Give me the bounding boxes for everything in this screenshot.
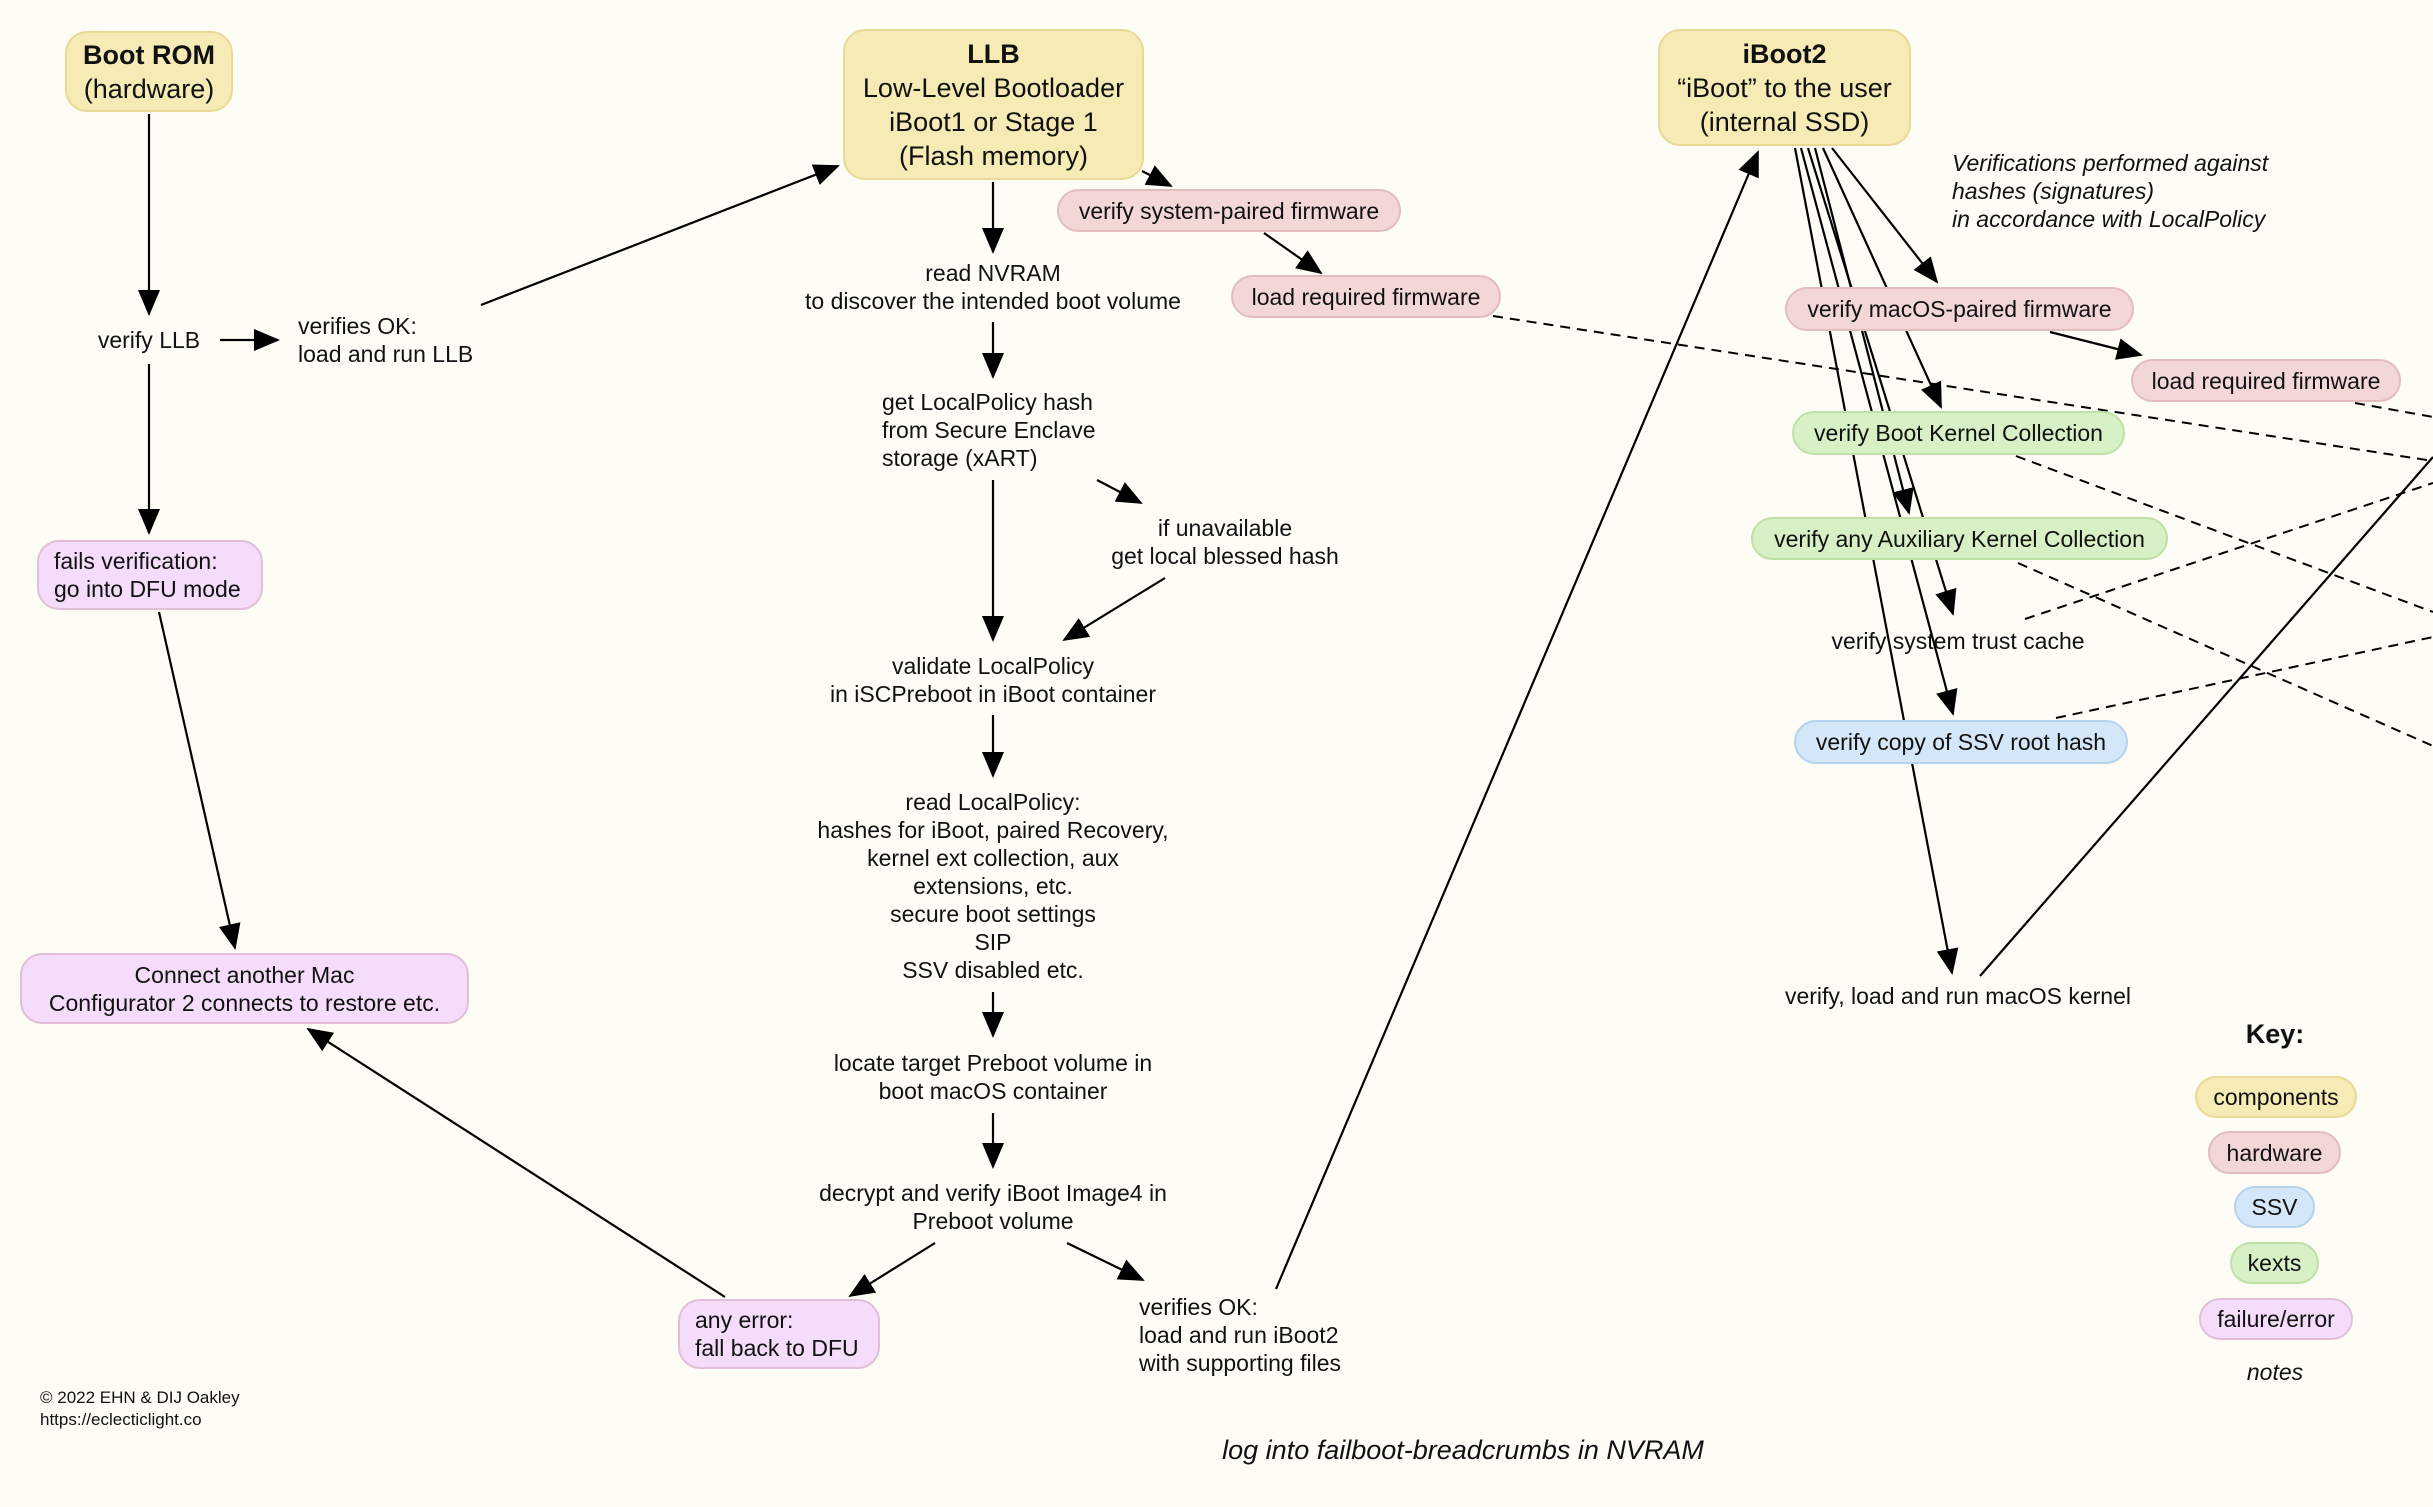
read-localpolicy-line: read LocalPolicy: — [905, 789, 1081, 815]
verify-llb-step: verify LLB — [97, 327, 201, 353]
connect-line: Configurator 2 connects to restore etc. — [48, 989, 441, 1016]
locate-line: boot macOS container — [878, 1078, 1108, 1104]
verify-boot-kernel-collection: verify Boot Kernel Collection — [1792, 411, 2125, 455]
verify-auxiliary-kernel-collection: verify any Auxiliary Kernel Collection — [1751, 517, 2168, 560]
any-error-box: any error: fall back to DFU — [678, 1299, 880, 1369]
read-localpolicy-line: SIP — [974, 929, 1012, 955]
run-macos-kernel-step: verify, load and run macOS kernel — [1784, 983, 2131, 1009]
key-failure-error: failure/error — [2199, 1298, 2353, 1340]
note-line: Verifications performed against — [1952, 150, 2269, 176]
key-title: Key: — [2245, 1019, 2305, 1049]
key-components: components — [2195, 1076, 2357, 1118]
get-localpolicy-step: get LocalPolicy hash from Secure Enclave… — [882, 388, 1095, 472]
copyright-url: https://eclecticlight.co — [40, 1410, 202, 1429]
iboot2-box: iBoot2 “iBoot” to the user (internal SSD… — [1658, 29, 1911, 146]
boot-rom-subtitle: (hardware) — [83, 73, 215, 104]
log-breadcrumbs-note: log into failboot-breadcrumbs in NVRAM — [1222, 1435, 1704, 1465]
key-ssv: SSV — [2234, 1186, 2315, 1228]
read-localpolicy-step: read LocalPolicy: hashes for iBoot, pair… — [793, 788, 1193, 984]
fails-line: go into DFU mode — [54, 576, 241, 602]
boot-rom-box: Boot ROM (hardware) — [65, 31, 233, 112]
note-line: hashes (signatures) — [1952, 178, 2154, 204]
read-localpolicy-line: kernel ext collection, aux — [867, 845, 1119, 871]
arrow-iboot2-to-macos-paired — [1831, 147, 1939, 284]
read-localpolicy-line: extensions, etc. — [913, 873, 1073, 899]
decrypt-line: decrypt and verify iBoot Image4 in — [819, 1180, 1167, 1206]
verify-system-paired-firmware: verify system-paired firmware — [1057, 189, 1401, 232]
arrow-macos-paired-to-load — [2049, 330, 2143, 360]
iboot2-load-required-firmware: load required firmware — [2131, 359, 2401, 402]
locate-line: locate target Preboot volume in — [833, 1050, 1153, 1076]
llb-line: Low-Level Bootloader — [862, 72, 1125, 103]
llb-line: (Flash memory) — [898, 140, 1088, 171]
llb-title: LLB — [967, 38, 1020, 69]
iboot2-title: iBoot2 — [1742, 38, 1827, 69]
verifies-ok-iboot2-line: verifies OK: — [1139, 1294, 1258, 1320]
llb-box: LLB Low-Level Bootloader iBoot1 or Stage… — [843, 29, 1144, 180]
validate-localpolicy-step: validate LocalPolicy in iSCPreboot in iB… — [793, 652, 1193, 708]
fails-line: fails verification: — [54, 548, 218, 574]
iboot2-line: (internal SSD) — [1699, 106, 1870, 137]
locate-preboot-step: locate target Preboot volume in boot mac… — [793, 1049, 1193, 1105]
decrypt-verify-step: decrypt and verify iBoot Image4 in Prebo… — [793, 1179, 1193, 1235]
arrow-decrypt-to-verifies-ok — [1066, 1242, 1145, 1281]
any-error-line: fall back to DFU — [695, 1335, 859, 1361]
verifies-ok-line: verifies OK: — [298, 313, 417, 339]
boot-rom-title: Boot ROM — [83, 39, 215, 70]
key-notes: notes — [2246, 1359, 2304, 1385]
arrow-fails-to-connect — [157, 611, 241, 950]
dashed-iboot2-firmware-to-log — [2354, 402, 2433, 418]
iboot2-line: “iBoot” to the user — [1677, 72, 1892, 103]
get-localpolicy-line: from Secure Enclave — [882, 417, 1096, 443]
verify-macos-paired-firmware: verify macOS-paired firmware — [1785, 287, 2134, 331]
get-localpolicy-line: get LocalPolicy hash — [882, 389, 1093, 415]
dashed-ssv-to-log — [2055, 636, 2433, 719]
get-localpolicy-line: storage (xART) — [882, 445, 1038, 471]
verifications-note: Verifications performed against hashes (… — [1952, 149, 2268, 233]
read-nvram-line: to discover the intended boot volume — [805, 288, 1181, 314]
verifies-ok-line: load and run LLB — [298, 341, 474, 367]
arrow-decrypt-to-any-error — [848, 1242, 936, 1298]
connect-line: Connect another Mac — [134, 961, 355, 988]
copyright-line: © 2022 EHN & DIJ Oakley — [40, 1388, 240, 1407]
fails-verification-box: fails verification: go into DFU mode — [37, 540, 263, 610]
verify-trust-cache-step: verify system trust cache — [1831, 628, 2085, 654]
note-line: in accordance with LocalPolicy — [1952, 206, 2266, 232]
key-kexts: kexts — [2230, 1242, 2319, 1284]
validate-line: validate LocalPolicy — [891, 653, 1094, 679]
verifies-ok-iboot2-step: verifies OK: load and run iBoot2 with su… — [1139, 1293, 1341, 1377]
verifies-ok-iboot2-line: with supporting files — [1139, 1350, 1341, 1376]
connect-mac-box: Connect another Mac Configurator 2 conne… — [20, 953, 469, 1024]
any-error-line: any error: — [695, 1307, 794, 1333]
arrow-unavailable-to-validate — [1062, 577, 1166, 642]
read-localpolicy-line: secure boot settings — [890, 901, 1096, 927]
key-hardware: hardware — [2208, 1131, 2341, 1174]
llb-line: iBoot1 or Stage 1 — [889, 106, 1098, 137]
arrow-iboot2-to-kernel — [1793, 147, 1959, 975]
decrypt-line: Preboot volume — [912, 1208, 1074, 1234]
copyright: © 2022 EHN & DIJ Oakley https://eclectic… — [40, 1387, 240, 1431]
read-nvram-step: read NVRAM to discover the intended boot… — [743, 259, 1243, 315]
read-localpolicy-line: SSV disabled etc. — [902, 957, 1084, 983]
arrow-verify-system-paired-to-load — [1263, 232, 1323, 275]
validate-line: in iSCPreboot in iBoot container — [829, 681, 1157, 707]
if-unavailable-line: if unavailable — [1157, 515, 1293, 541]
arrow-verifies-ok-to-iboot2 — [1274, 150, 1760, 1290]
read-nvram-line: read NVRAM — [925, 260, 1061, 286]
arrow-llb-to-verify-system-paired — [1141, 165, 1173, 187]
arrow-get-localpolicy-to-unavailable — [1096, 479, 1143, 504]
read-localpolicy-line: hashes for iBoot, paired Recovery, — [817, 817, 1169, 843]
verifies-ok-iboot2-line: load and run iBoot2 — [1139, 1322, 1339, 1348]
arrow-iboot2-to-boot-kc — [1821, 147, 1943, 409]
if-unavailable-line: get local blessed hash — [1111, 543, 1339, 569]
llb-load-required-firmware: load required firmware — [1231, 275, 1501, 318]
if-unavailable-step: if unavailable get local blessed hash — [1075, 514, 1375, 570]
arrow-any-error-to-connect — [306, 1027, 726, 1298]
verifies-ok-llb-step: verifies OK: load and run LLB — [298, 312, 473, 368]
verify-ssv-root-hash: verify copy of SSV root hash — [1794, 720, 2128, 764]
